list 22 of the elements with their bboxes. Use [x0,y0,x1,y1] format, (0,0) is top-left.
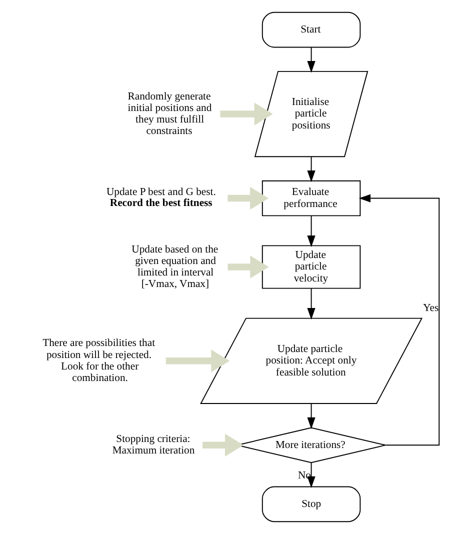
arrow [307,462,316,488]
node-box: Update particle velocity [262,245,361,289]
arrow [220,102,273,126]
arrow [228,256,269,278]
arrow [358,194,440,446]
node-text: Update based on the given equation and limited in interval [-Vmax, Vmax] [132,244,218,290]
arrow [228,186,269,210]
edge-label: Yes [423,302,439,314]
node-text: Stopping criteria: Maximum iteration [112,434,195,457]
node-box: Evaluate performance [262,180,361,216]
arrow [307,46,316,73]
arrow [202,434,244,457]
node-box: Start [262,12,361,48]
node-box: Stop [262,486,361,522]
arrow [307,215,316,248]
node-text: Randomly generate initial positions and they must fulfill constraints [128,91,212,138]
arrow [307,288,316,320]
node-text: Update P best and G best. Record the best fitness [106,187,216,209]
arrow [307,403,316,429]
node-text: There are possibilities that position will be rejected. Look for the other combination. [42,338,156,384]
arrow [166,350,230,372]
arrow [307,156,316,182]
